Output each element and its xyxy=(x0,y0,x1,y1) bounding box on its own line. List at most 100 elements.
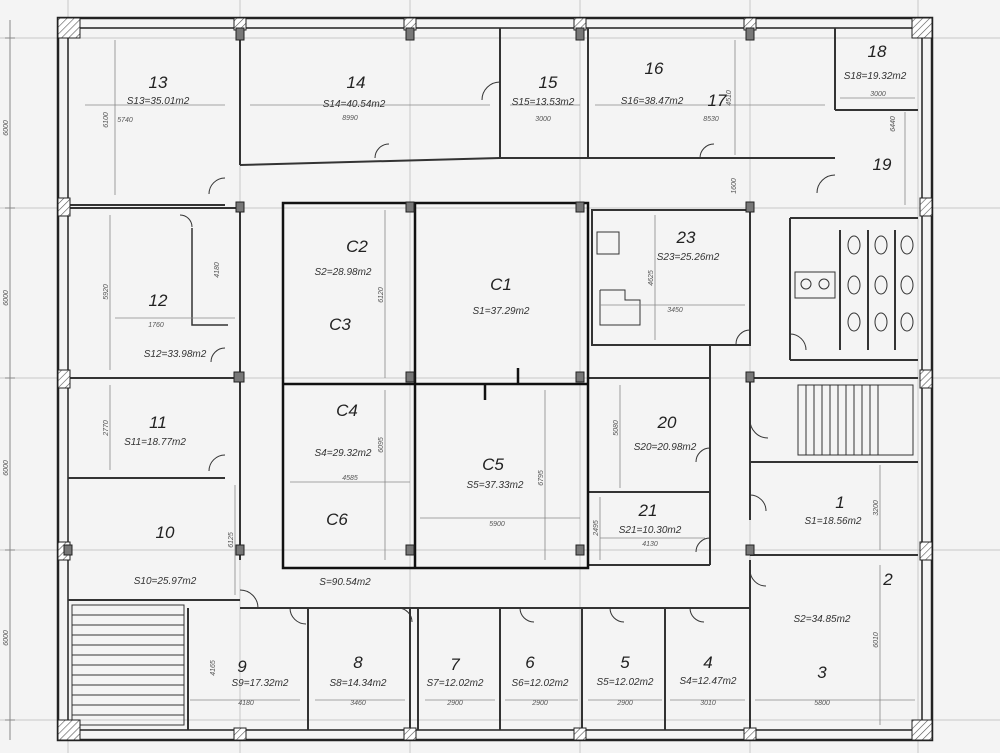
sink-fixtures xyxy=(794,235,914,332)
room-13-width: 5740 xyxy=(117,117,133,124)
room-7-area: S7=12.02m2 xyxy=(427,678,484,689)
room-12-area: S12=33.98m2 xyxy=(144,349,207,360)
room-23-width: 3450 xyxy=(667,307,683,314)
room-15-width: 3000 xyxy=(535,116,551,123)
room-1-height: 3200 xyxy=(873,500,880,516)
room-6-number: 6 xyxy=(525,653,535,672)
room-c4-width: 4585 xyxy=(342,475,358,482)
room-14-number: 14 xyxy=(347,73,366,92)
room-19-height: 1600 xyxy=(731,178,738,194)
room-9-area: S9=17.32m2 xyxy=(232,678,289,689)
room-c4-number: C4 xyxy=(336,401,358,420)
room-17-number: 17 xyxy=(708,91,727,110)
room-12-height-2: 4180 xyxy=(214,262,221,278)
room-12-fixtures xyxy=(191,228,228,326)
interior-walls xyxy=(68,28,918,730)
room-16-number: 16 xyxy=(645,59,664,78)
room-21-number: 21 xyxy=(638,501,658,520)
corridor-area: S=90.54m2 xyxy=(319,577,371,588)
room-18-width: 3000 xyxy=(870,91,886,98)
room-c3-number: C3 xyxy=(329,315,351,334)
room-23-fixtures xyxy=(596,231,641,326)
room-11-number: 11 xyxy=(149,413,167,432)
room-2-area: S2=34.85m2 xyxy=(794,614,851,625)
room-12-height: 5920 xyxy=(103,284,110,300)
room-3-width: 5800 xyxy=(814,700,830,707)
room-13-number: 13 xyxy=(149,73,168,92)
stairs-west xyxy=(71,604,185,726)
room-6-width: 2900 xyxy=(531,700,548,707)
room-15-number: 15 xyxy=(539,73,558,92)
room-1-area: S1=18.56m2 xyxy=(805,516,862,527)
room-2-height: 6010 xyxy=(873,632,880,648)
left-dimension-line xyxy=(5,20,15,740)
room-c2-area: S2=28.98m2 xyxy=(315,267,372,278)
room-3-number: 3 xyxy=(817,663,827,682)
room-dim-lines xyxy=(85,40,915,725)
room-9-width: 4180 xyxy=(238,700,254,707)
room-7-width: 2900 xyxy=(446,700,463,707)
axis-dim-3: 6000 xyxy=(3,460,10,476)
room-16-area: S16=38.47m2 xyxy=(621,96,684,107)
room-7-number: 7 xyxy=(450,655,460,674)
room-20-height: 5080 xyxy=(613,420,620,436)
room-14-area: S14=40.54m2 xyxy=(323,99,386,110)
room-5-width: 2900 xyxy=(616,700,633,707)
room-c4-height: 6095 xyxy=(378,437,385,453)
stairs-east xyxy=(797,384,914,456)
axis-dim-4: 6000 xyxy=(3,630,10,646)
room-5-area: S5=12.02m2 xyxy=(597,677,654,688)
axis-dim-1: 6000 xyxy=(3,120,10,136)
room-c2-number: C2 xyxy=(346,237,368,256)
doors xyxy=(179,81,836,625)
central-block xyxy=(281,201,590,570)
room-23-height: 4625 xyxy=(648,270,655,286)
room-c2-height: 6120 xyxy=(378,287,385,303)
room-19-number: 19 xyxy=(873,155,892,174)
room-21-width: 4130 xyxy=(642,541,658,548)
room-c5-height: 6795 xyxy=(538,470,545,486)
room-4-area: S4=12.47m2 xyxy=(680,676,737,687)
room-8-width: 3460 xyxy=(350,700,366,707)
room-c5-number: C5 xyxy=(482,455,504,474)
room-2-number: 2 xyxy=(882,570,893,589)
room-c6-number: C6 xyxy=(326,510,348,529)
room-13-area: S13=35.01m2 xyxy=(127,96,190,107)
room-15-area: S15=13.53m2 xyxy=(512,97,575,108)
room-10-height: 6125 xyxy=(228,532,235,548)
inner-columns xyxy=(63,27,755,556)
room-4-number: 4 xyxy=(703,653,712,672)
room-11-height: 2770 xyxy=(103,420,110,437)
room-11-area: S11=18.77m2 xyxy=(124,437,186,448)
room-21-area: S21=10.30m2 xyxy=(619,525,682,536)
room-4-width: 3010 xyxy=(700,700,716,707)
room-8-number: 8 xyxy=(353,653,363,672)
room-21-height: 2495 xyxy=(593,520,600,537)
room-9-number: 9 xyxy=(237,657,247,676)
room-23-area: S23=25.26m2 xyxy=(657,252,720,263)
room-8-area: S8=14.34m2 xyxy=(330,678,387,689)
room-23-number: 23 xyxy=(676,228,696,247)
room-20-number: 20 xyxy=(657,413,677,432)
room-9-height: 4165 xyxy=(210,660,217,676)
room-c4-area: S4=29.32m2 xyxy=(315,448,372,459)
room-10-number: 10 xyxy=(156,523,175,542)
room-12-number: 12 xyxy=(149,291,168,310)
room-18-area: S18=19.32m2 xyxy=(844,71,907,82)
room-18-number: 18 xyxy=(868,42,887,61)
room-10-area: S10=25.97m2 xyxy=(134,576,197,587)
room-12-width: 1760 xyxy=(148,322,164,329)
room-c1-number: C1 xyxy=(490,275,512,294)
axis-dim-2: 6000 xyxy=(3,290,10,306)
room-c1-area: S1=37.29m2 xyxy=(473,306,530,317)
room-17-height: 4510 xyxy=(726,90,733,106)
room-18-height: 6440 xyxy=(890,116,897,132)
structural-columns xyxy=(57,17,933,741)
room-14-width: 8990 xyxy=(342,115,358,122)
room-5-number: 5 xyxy=(620,653,630,672)
room-13-height: 6100 xyxy=(103,112,110,128)
room-1-number: 1 xyxy=(835,493,844,512)
room-c5-width: 5900 xyxy=(489,521,505,528)
room-17-width: 8530 xyxy=(703,116,719,123)
